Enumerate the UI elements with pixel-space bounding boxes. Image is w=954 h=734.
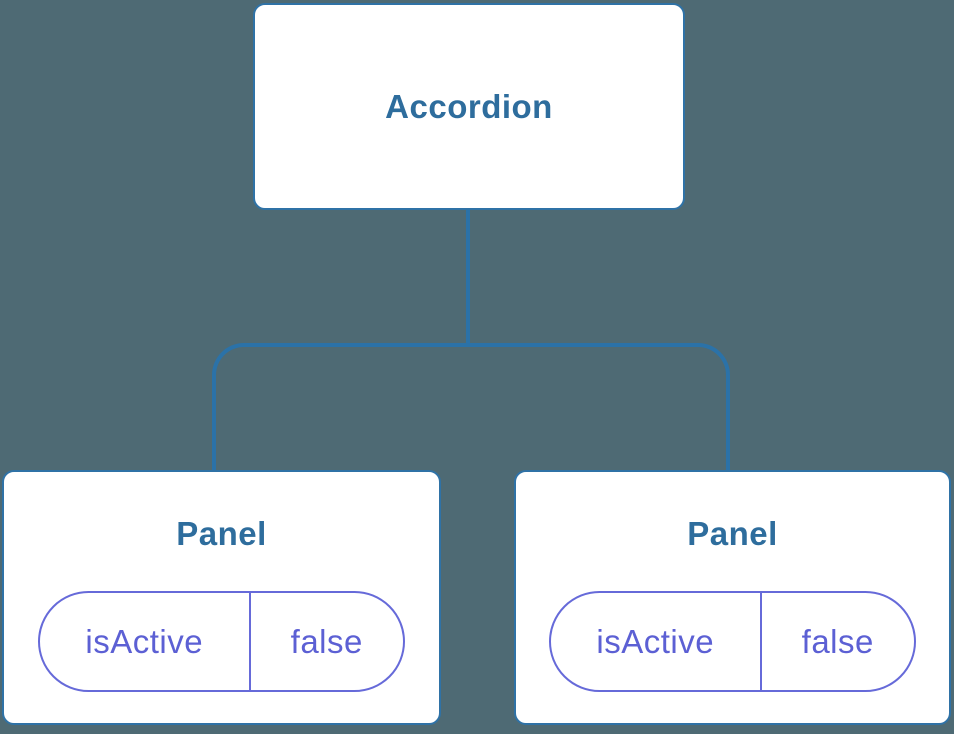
connector-stem: [466, 209, 470, 345]
state-name: isActive: [551, 593, 762, 690]
connector-bracket: [212, 343, 730, 472]
panel-node-label: Panel: [176, 515, 267, 552]
accordion-node-label: Accordion: [385, 87, 553, 125]
accordion-node: Accordion: [253, 3, 685, 210]
state-pill: isActive false: [38, 591, 405, 692]
state-pill: isActive false: [549, 591, 916, 692]
panel-node-right: Panel isActive false: [514, 470, 951, 725]
state-name: isActive: [40, 593, 251, 690]
panel-node-left: Panel isActive false: [2, 470, 441, 725]
state-value: false: [290, 622, 363, 660]
state-value: false: [801, 622, 874, 660]
panel-node-label: Panel: [687, 515, 778, 552]
